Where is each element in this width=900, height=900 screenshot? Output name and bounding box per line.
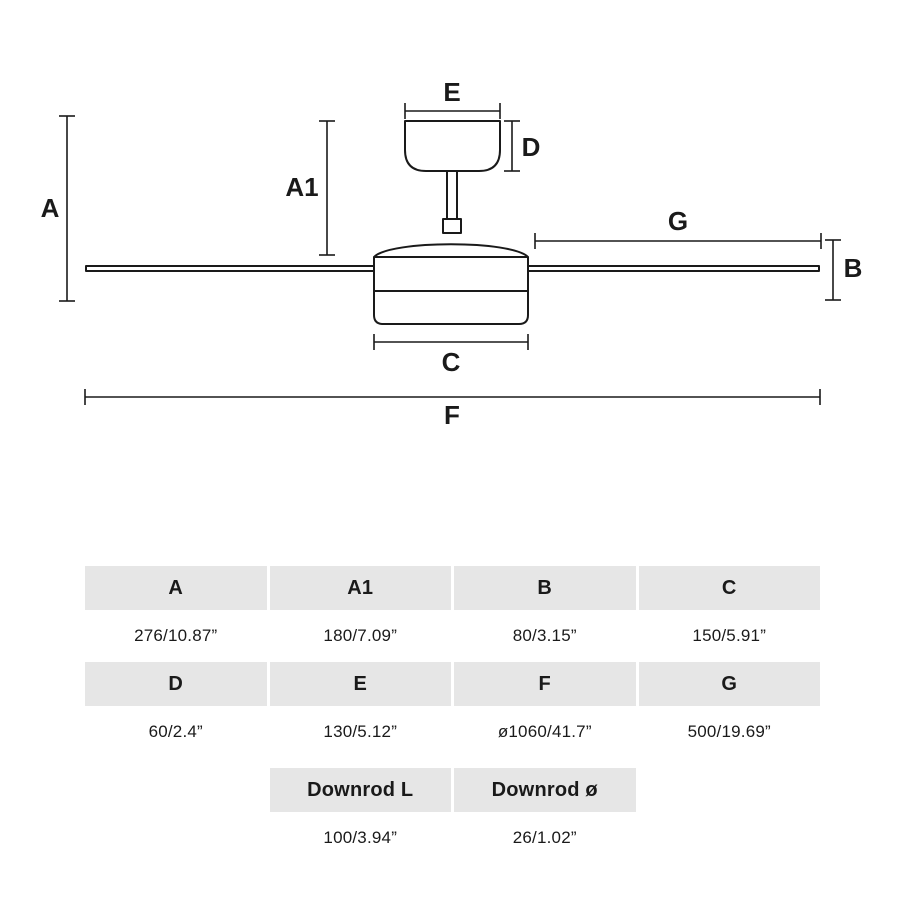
table-header-cell-e: E	[269, 662, 451, 706]
table-value-row-3: 100/3.94” 26/1.02”	[85, 815, 820, 861]
dim-label-a1: A1	[285, 172, 318, 202]
dim-label-b: B	[844, 253, 863, 283]
dimension-b: B	[825, 239, 863, 301]
table-value-a1: 180/7.09”	[269, 613, 451, 659]
fan-drawing	[85, 120, 820, 325]
fan-motor-body	[373, 256, 529, 292]
dimension-f: F	[84, 389, 821, 430]
table-value-downrod-length: 100/3.94”	[269, 815, 451, 861]
dim-label-a: A	[41, 193, 60, 223]
table-header-cell-g: G	[638, 662, 820, 706]
fan-blade-left	[85, 265, 374, 272]
fan-canopy	[404, 120, 501, 172]
dimension-e: E	[404, 77, 501, 119]
dim-label-e: E	[443, 77, 460, 107]
table-value-b: 80/3.15”	[454, 613, 636, 659]
dimension-d: D	[504, 120, 541, 172]
dimension-c: C	[373, 334, 529, 377]
table-value-f: ø1060/41.7”	[454, 709, 636, 755]
dimension-g: G	[534, 206, 822, 249]
fan-motor-dome	[373, 243, 529, 258]
dim-label-g: G	[668, 206, 688, 236]
table-value-a: 276/10.87”	[85, 613, 267, 659]
table-header-cell-downrod-length: Downrod L	[269, 768, 451, 812]
table-value-row-2: 60/2.4” 130/5.12” ø1060/41.7” 500/19.69”	[85, 709, 820, 755]
table-value-g: 500/19.69”	[638, 709, 820, 755]
fan-diagram-svg: E D A A1 G	[41, 77, 863, 430]
table-header-row-3: Downrod L Downrod ø	[85, 768, 820, 812]
dim-label-d: D	[522, 132, 541, 162]
table-header-row-2: D E F G	[85, 662, 820, 706]
fan-downrod-coupler	[442, 218, 462, 234]
table-header-row-1: A A1 B C	[85, 566, 820, 610]
table-value-d: 60/2.4”	[85, 709, 267, 755]
table-value-blank	[639, 815, 821, 861]
dimension-a1: A1	[285, 120, 335, 256]
dimension-a: A	[41, 115, 75, 302]
table-header-cell-a: A	[85, 566, 267, 610]
dimension-table: A A1 B C 276/10.87” 180/7.09” 80/3.15” 1…	[85, 566, 820, 864]
table-value-blank	[85, 815, 267, 861]
table-header-cell-a1: A1	[269, 566, 451, 610]
table-value-row-1: 276/10.87” 180/7.09” 80/3.15” 150/5.91”	[85, 613, 820, 659]
table-header-cell-f: F	[454, 662, 636, 706]
dim-label-f: F	[444, 400, 460, 430]
table-header-cell-downrod-diameter: Downrod ø	[454, 768, 636, 812]
table-header-cell-b: B	[454, 566, 636, 610]
fan-blade-right	[528, 265, 820, 272]
table-header-blank	[639, 768, 821, 812]
table-header-blank	[85, 768, 267, 812]
table-value-downrod-diameter: 26/1.02”	[454, 815, 636, 861]
table-value-c: 150/5.91”	[638, 613, 820, 659]
fan-light-kit	[373, 290, 529, 325]
table-value-e: 130/5.12”	[269, 709, 451, 755]
table-header-cell-d: D	[85, 662, 267, 706]
table-header-cell-c: C	[638, 566, 820, 610]
ceiling-fan-dimension-diagram: E D A A1 G	[41, 77, 863, 430]
dim-label-c: C	[442, 347, 461, 377]
